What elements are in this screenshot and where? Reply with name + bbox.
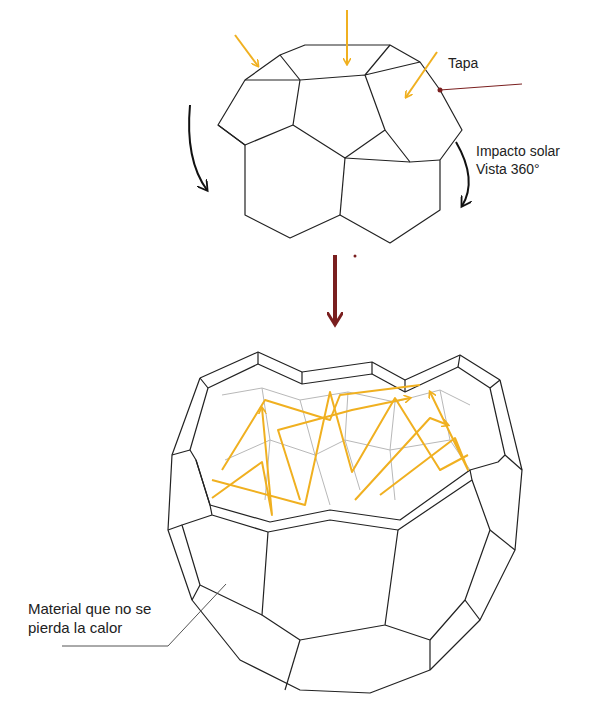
transition-arrow (333, 255, 337, 324)
lid-drawing (218, 45, 462, 243)
dot (354, 255, 357, 258)
leader-line (440, 84, 522, 90)
annotation-label: Impacto solar Vista 360° (476, 143, 580, 178)
rotation-arrow (189, 105, 207, 190)
rotation-arrow (456, 142, 469, 206)
sun-rays (235, 10, 437, 97)
material-label: Material que no se pierda la calor (28, 600, 178, 638)
heat-rays (212, 385, 468, 515)
dome-drawing (168, 352, 522, 693)
part-label: Tapa (448, 55, 478, 73)
